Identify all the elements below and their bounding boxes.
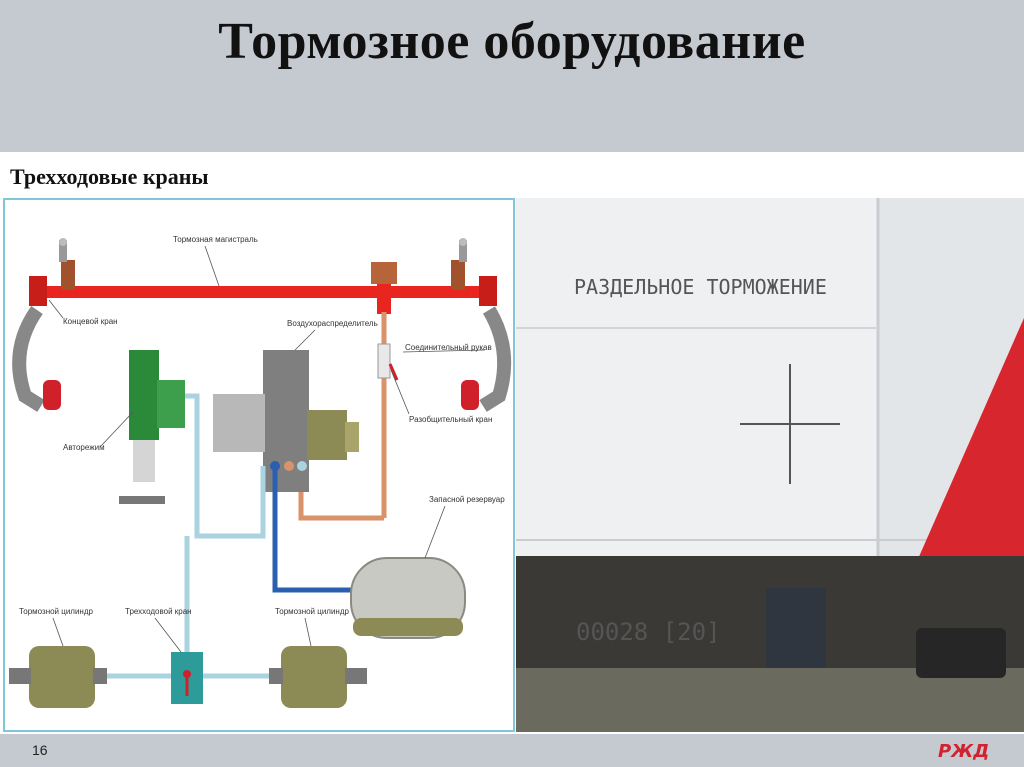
label-three-way-valve: Трехходовой кран <box>125 607 192 616</box>
brake-cylinder-right <box>269 646 367 708</box>
label-connecting-hose: Соединительный рукав <box>405 343 492 352</box>
stencil-separate-braking: РАЗДЕЛЬНОЕ ТОРМОЖЕНИЕ <box>574 275 827 299</box>
railcar-photo: РАЗДЕЛЬНОЕ ТОРМОЖЕНИЕ 00028 [20] <box>516 198 1024 732</box>
auto-mode-device <box>119 350 185 504</box>
label-brake-cylinder-left: Тормозной цилиндр <box>19 607 94 616</box>
valve-assembly <box>766 588 826 668</box>
disconnect-valve-handle <box>390 364 397 380</box>
connecting-hose-left <box>19 310 41 406</box>
label-auto-mode: Авторежим <box>63 443 105 452</box>
brake-line-pipe <box>35 286 495 298</box>
hose-head-left <box>43 380 61 410</box>
connecting-hose-right <box>483 310 504 406</box>
slide-subtitle: Трехходовые краны <box>10 164 209 190</box>
car-panel-left <box>516 198 878 556</box>
brake-diagram-svg: Тормозная магистраль Концевой кран Возду… <box>5 200 513 730</box>
slide-footer <box>0 734 1024 767</box>
reserve-tank <box>351 558 465 638</box>
three-way-valve <box>171 652 203 704</box>
hose-head-right <box>461 380 479 410</box>
car-number: 00028 [20] <box>576 618 721 646</box>
page-number: 16 <box>32 742 48 758</box>
label-disconnect-valve: Разобщительный кран <box>409 415 492 424</box>
label-brake-cylinder-right: Тормозной цилиндр <box>275 607 350 616</box>
label-brake-line: Тормозная магистраль <box>173 235 258 244</box>
rzd-logo: РЖД <box>936 739 996 766</box>
svg-text:РЖД: РЖД <box>938 741 989 761</box>
copper-pipe-horizontal <box>301 472 384 518</box>
label-reserve-tank: Запасной резервуар <box>429 495 505 504</box>
disconnect-valve <box>378 344 390 378</box>
slide-title: Тормозное оборудование <box>0 12 1024 71</box>
label-air-distributor: Воздухораспределитель <box>287 319 378 328</box>
reservoir-photo <box>916 628 1006 678</box>
label-end-valve: Концевой кран <box>63 317 118 326</box>
brake-cylinder-left <box>9 646 107 708</box>
brake-diagram: Тормозная магистраль Концевой кран Возду… <box>3 198 515 732</box>
air-distributor <box>213 350 359 492</box>
railcar-photo-svg: РАЗДЕЛЬНОЕ ТОРМОЖЕНИЕ 00028 [20] <box>516 198 1024 732</box>
rzd-logo-icon: РЖД <box>936 739 996 761</box>
